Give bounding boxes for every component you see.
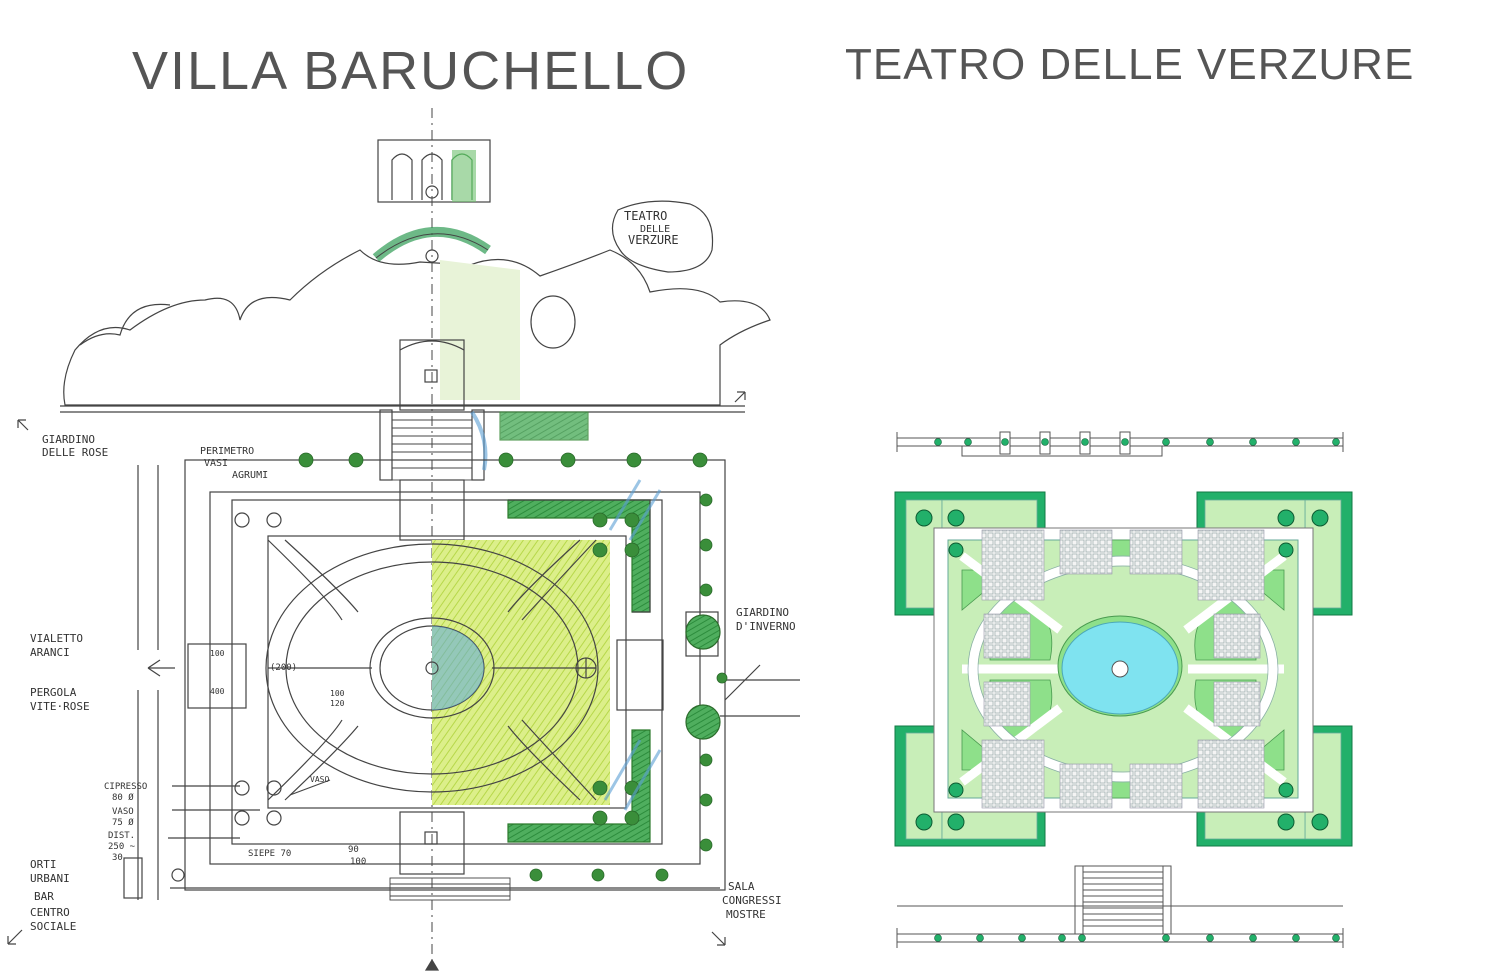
- villa-sketch: [7, 108, 800, 971]
- dim-100-120-label-2: 120: [330, 699, 345, 708]
- orti-label-1: ORTI: [30, 858, 57, 871]
- teatro-plan: [894, 431, 1353, 948]
- siepe-label: SIEPE 70: [248, 849, 291, 859]
- perimetro-label-2: VASI: [204, 458, 228, 469]
- seating-blocks: [981, 529, 1265, 809]
- pergola-label-2: VITE·ROSE: [30, 700, 90, 713]
- dim-90-100-label-1: 90: [348, 845, 359, 855]
- sketch-labels: TEATRO DELLE VERZURE GIARDINO DELLE ROSE…: [30, 209, 796, 933]
- dim-200-label: (200): [270, 663, 297, 673]
- teatro-label-1: TEATRO: [624, 209, 667, 223]
- vaso-label-1: VASO: [112, 807, 134, 817]
- trees: [915, 509, 1329, 831]
- top-balustrade: [896, 431, 1344, 457]
- cipresso-label-2: 80 Ø: [112, 792, 134, 803]
- teatro-label-3: VERZURE: [628, 233, 679, 247]
- teatro-label-2: DELLE: [640, 224, 670, 235]
- dim-100-120-label-1: 100: [330, 689, 345, 698]
- dist-label-2: 250 ~: [108, 842, 136, 852]
- giardino-inverno-label-2: D'INVERNO: [736, 620, 796, 633]
- dist-label-3: 30: [112, 853, 123, 863]
- giardino-rose-label-2: DELLE ROSE: [42, 446, 108, 459]
- giardino-rose-label-1: GIARDINO: [42, 433, 95, 446]
- perimetro-label-3: AGRUMI: [232, 470, 268, 481]
- vaso-label-2: 75 Ø: [112, 817, 134, 828]
- dim-100-label: 100: [210, 649, 225, 658]
- vialetto-label-2: ARANCI: [30, 646, 70, 659]
- dim-90-100-label-2: 100: [350, 857, 366, 867]
- orti-label-5: SOCIALE: [30, 920, 76, 933]
- pergola-label-1: PERGOLA: [30, 686, 77, 699]
- vialetto-label-1: VIALETTO: [30, 632, 83, 645]
- dist-label-1: DIST.: [108, 831, 135, 841]
- bottom-stairs: [1074, 865, 1172, 935]
- fountain-center: [1111, 660, 1129, 678]
- orti-label-4: CENTRO: [30, 906, 70, 919]
- sala-label-1: SALA: [728, 880, 755, 893]
- sala-label-3: MOSTRE: [726, 908, 766, 921]
- sala-label-2: CONGRESSI: [722, 894, 782, 907]
- perimetro-label-1: PERIMETRO: [200, 446, 254, 457]
- bottom-balustrade: [896, 905, 1344, 948]
- orti-label-3: BAR: [34, 890, 54, 903]
- orti-label-2: URBANI: [30, 872, 70, 885]
- vaso-small-label: VASO: [310, 775, 329, 784]
- teatro-title: TEATRO DELLE VERZURE: [845, 40, 1415, 89]
- cipresso-label-1: CIPRESSO: [104, 782, 147, 792]
- dim-400-label: 400: [210, 687, 225, 696]
- villa-title: VILLA BARUCHELLO: [132, 41, 690, 101]
- giardino-inverno-label-1: GIARDINO: [736, 606, 789, 619]
